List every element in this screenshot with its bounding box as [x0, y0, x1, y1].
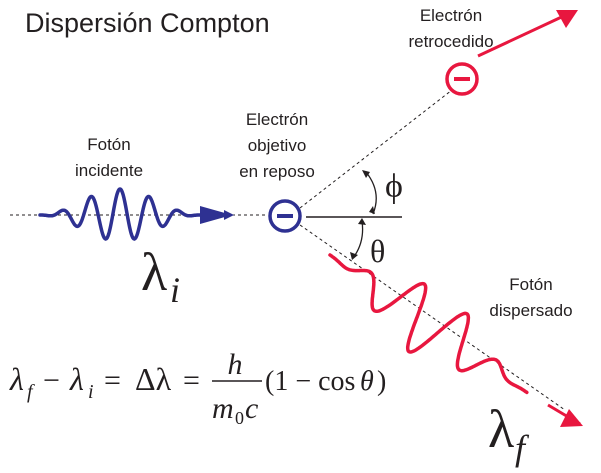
- svg-text:Fotón: Fotón: [509, 275, 552, 294]
- phi-arc: [365, 171, 377, 215]
- svg-text:f: f: [515, 428, 530, 468]
- svg-text:retrocedido: retrocedido: [408, 32, 493, 51]
- svg-text:): ): [377, 366, 386, 397]
- svg-text:Fotón: Fotón: [87, 135, 130, 154]
- svg-text:objetivo: objetivo: [248, 136, 307, 155]
- svg-text:f: f: [27, 381, 35, 403]
- svg-text:=: =: [183, 364, 200, 397]
- scattered-arrowhead: [560, 409, 583, 427]
- compton-formula: λ f − λ i = Δλ = h m 0 c (1 − cos θ ): [9, 348, 386, 428]
- svg-text:Δλ: Δλ: [135, 361, 172, 397]
- svg-text:λ: λ: [69, 361, 84, 397]
- svg-text:Electrón: Electrón: [246, 110, 308, 129]
- recoil-arrow: [477, 12, 569, 58]
- title: Dispersión Compton: [25, 8, 270, 38]
- svg-text:−: −: [43, 364, 60, 397]
- theta-arc-arrow-bottom: [350, 252, 358, 260]
- svg-text:0: 0: [235, 408, 244, 428]
- recoil-arrowhead: [556, 10, 578, 28]
- svg-text:=: =: [104, 364, 121, 397]
- incident-arrowhead: [200, 206, 232, 224]
- incident-photon-label: Fotón incidente: [75, 135, 143, 180]
- phi-arc-arrow-bottom: [369, 206, 375, 214]
- svg-text:h: h: [228, 348, 243, 381]
- svg-text:incidente: incidente: [75, 161, 143, 180]
- theta-arc-arrow-top: [358, 218, 366, 225]
- svg-text:m: m: [212, 392, 234, 425]
- target-electron: [268, 199, 302, 233]
- svg-text:i: i: [88, 381, 94, 403]
- incident-photon-wave: [38, 187, 202, 241]
- svg-text:c: c: [245, 392, 258, 425]
- svg-text:λ: λ: [488, 399, 514, 459]
- incident-wavelength: λ i: [141, 242, 180, 310]
- svg-text:θ: θ: [360, 366, 374, 397]
- svg-text:en reposo: en reposo: [239, 162, 315, 181]
- recoil-electron-label: Electrón retrocedido: [408, 6, 493, 51]
- scattered-photon-label: Fotón dispersado: [489, 275, 572, 320]
- recoil-path: [299, 89, 453, 209]
- svg-text:λ: λ: [9, 361, 24, 397]
- phi-arc-arrow-top: [362, 170, 370, 178]
- target-electron-label: Electrón objetivo en reposo: [239, 110, 315, 181]
- svg-text:dispersado: dispersado: [489, 301, 572, 320]
- scattered-wavelength: λ f: [488, 399, 530, 468]
- svg-text:λ: λ: [141, 242, 167, 302]
- recoil-electron: [445, 62, 479, 96]
- svg-text:i: i: [170, 270, 180, 310]
- theta-symbol: θ: [370, 233, 385, 269]
- scattered-photon-wave: [328, 253, 529, 395]
- svg-text:Electrón: Electrón: [420, 6, 482, 25]
- theta-arc: [352, 220, 364, 259]
- phi-symbol: ϕ: [385, 168, 403, 205]
- svg-text:(1 − cos: (1 − cos: [265, 366, 355, 397]
